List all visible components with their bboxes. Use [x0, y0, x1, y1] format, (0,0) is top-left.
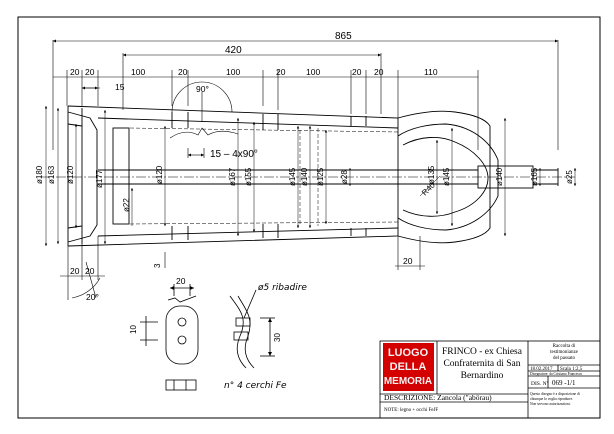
dim-seg-3: 100: [131, 67, 145, 77]
detail-dim-20: 20: [176, 276, 186, 286]
dim-bottom-1: 20: [70, 266, 80, 276]
bottom-dimensions: [60, 236, 425, 300]
side-line-1: Raccolta di: [553, 344, 576, 349]
diameter-lines: [44, 106, 577, 246]
dim-seg-7: 100: [306, 67, 320, 77]
dim-overall-length: 865: [335, 31, 352, 42]
dia-155: ø155: [244, 167, 253, 186]
dia-120b: ø120: [155, 165, 164, 184]
logo-box: [383, 343, 434, 391]
dia-22: ø22: [122, 198, 131, 212]
rivet-note: ø5 ribadire: [257, 283, 307, 293]
drawing-number-label: DIS. N°: [531, 380, 549, 387]
dim-seg-6: 20: [276, 67, 286, 77]
date: 18.02.2017: [530, 367, 553, 372]
diameter-labels: ø180 ø163 ø120 ø177 ø120 ø167 ø155 ø145 …: [35, 165, 574, 268]
description: DESCRIZIONE: Zancola ("abörau): [384, 393, 492, 402]
note: NOTE: legno + occhi FeJF: [384, 408, 438, 413]
main-part-outline: [67, 105, 559, 247]
title-line-2: Confraternita di San: [443, 358, 520, 369]
dia-145a: ø145: [288, 167, 297, 186]
dia-28: ø28: [340, 170, 349, 184]
angle-20: 20°: [86, 292, 99, 302]
designer: Disegnatore: da Cristiano Francesco: [530, 372, 582, 376]
logo-line-2: DELLA: [390, 361, 427, 373]
dia-165: ø165: [530, 167, 539, 186]
detail-dim-10: 10: [129, 325, 138, 334]
dia-177: ø177: [95, 169, 104, 188]
bevel-note: 15 – 4x90°: [210, 149, 258, 160]
dim-bottom-2: 20: [85, 266, 95, 276]
detail-ring-sketch: [140, 284, 275, 391]
dia-180: ø180: [35, 165, 44, 184]
fine-print-2: chiunque lo voglia riprodurre.: [530, 397, 573, 401]
dia-167: ø167: [228, 167, 237, 186]
dim-seg-9: 20: [374, 67, 384, 77]
scale: Scala 1:2,5: [560, 367, 583, 372]
logo-line-3: MEMORIA: [384, 376, 432, 387]
dia-140a: ø140: [300, 167, 309, 186]
title-line-3: Bernardino: [461, 371, 504, 381]
logo-line-1: LUOGO: [388, 347, 429, 359]
dia-120a: ø120: [66, 165, 75, 184]
drawing-number: 069 -1/1: [552, 379, 576, 387]
detail-dim-30: 30: [273, 333, 282, 342]
drawing-border: [17, 16, 601, 419]
dim-seg-10: 110: [424, 67, 438, 77]
top-dimensions: [52, 39, 559, 150]
angle-90: 90°: [196, 84, 209, 94]
dia-125: ø125: [316, 167, 325, 186]
rings-note: n° 4 cerchi Fe: [224, 381, 287, 391]
dia-163: ø163: [47, 165, 56, 184]
dim-seg-8: 20: [352, 67, 362, 77]
dia-140b: ø140: [495, 167, 504, 186]
top-dimension-texts: 865 420 20 20 100 20 100 20 100 20 20 11…: [70, 31, 438, 92]
dim-partial-length: 420: [225, 45, 242, 56]
dia-135: ø135: [427, 165, 436, 184]
dim-seg-4: 20: [178, 67, 188, 77]
title-block: [379, 340, 601, 419]
angle-marks-top: [169, 81, 239, 158]
dim-seg-2: 20: [85, 67, 95, 77]
dim-3: 3: [153, 263, 162, 268]
fine-print-3: Non servono autorizzazioni.: [530, 402, 571, 406]
dim-bottom-3: 20: [403, 256, 413, 266]
dia-145b: ø145: [442, 167, 451, 186]
side-line-3: del passato: [553, 356, 576, 361]
dim-seg-1: 20: [70, 67, 80, 77]
title-line-1: FRINCO - ex Chiesa: [442, 347, 523, 357]
dim-note-15: 15: [115, 82, 125, 92]
side-line-2: testimonianze: [550, 350, 579, 355]
dim-seg-5: 100: [226, 67, 240, 77]
dia-25: ø25: [565, 170, 574, 184]
fine-print-1: Questo disegno è a disposizione di: [530, 392, 580, 396]
